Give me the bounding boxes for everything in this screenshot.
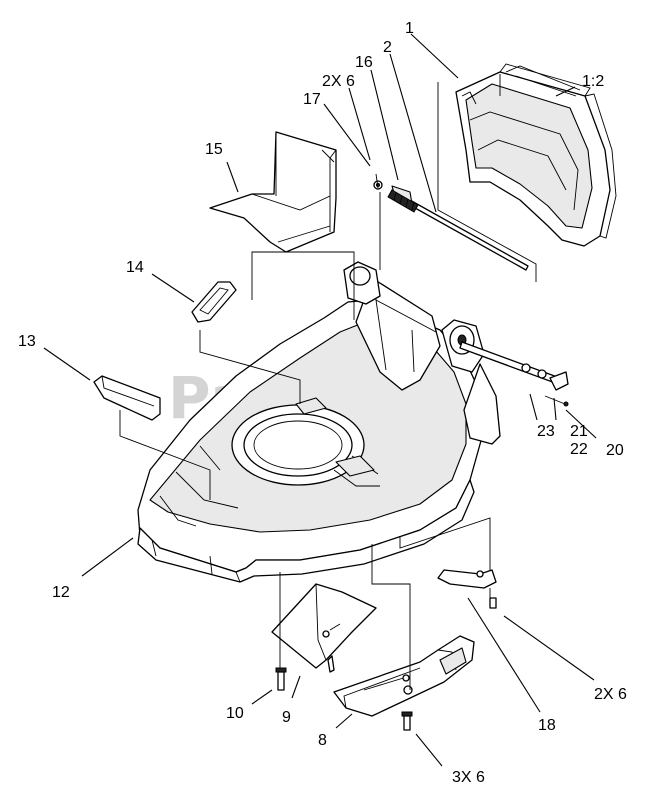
callout-3x6: 3X 6 [452,769,485,786]
callout-20: 20 [606,442,624,459]
callout-23: 23 [537,423,555,440]
callout-labels: 1 1:2 2 16 2X 6 17 15 14 13 12 23 21 22 … [18,20,627,786]
callout-12: 12 [52,584,70,601]
callout-2x6-top: 2X 6 [322,73,355,90]
part-front-plate [333,635,475,717]
callout-2x6-bottom: 2X 6 [594,686,627,703]
spring [387,189,419,213]
callout-1-2: 1:2 [582,73,604,90]
guide-lines [119,74,577,690]
part-bracket [93,375,161,421]
callout-8: 8 [318,732,327,749]
callout-10: 10 [226,705,244,722]
part-rear-cover [209,131,337,253]
part-rod-and-spring [373,180,529,271]
callout-15: 15 [205,141,223,158]
callout-2: 2 [383,39,392,56]
part-rear-door [455,63,617,247]
callout-14: 14 [126,259,144,276]
callout-1: 1 [405,20,414,37]
callout-17: 17 [303,91,321,108]
part-gasket [191,281,237,323]
part-side-chute [271,583,377,673]
callout-13: 13 [18,333,36,350]
callout-18: 18 [538,717,556,734]
mower-deck-housing [137,261,569,583]
callout-21: 21 [570,423,588,440]
callout-22: 22 [570,441,588,458]
part-hinge-bracket [437,569,497,609]
fasteners [401,711,413,731]
callout-16: 16 [355,54,373,71]
leader-lines [43,33,597,767]
part-bolt-10 [275,667,287,691]
callout-9: 9 [282,709,291,726]
